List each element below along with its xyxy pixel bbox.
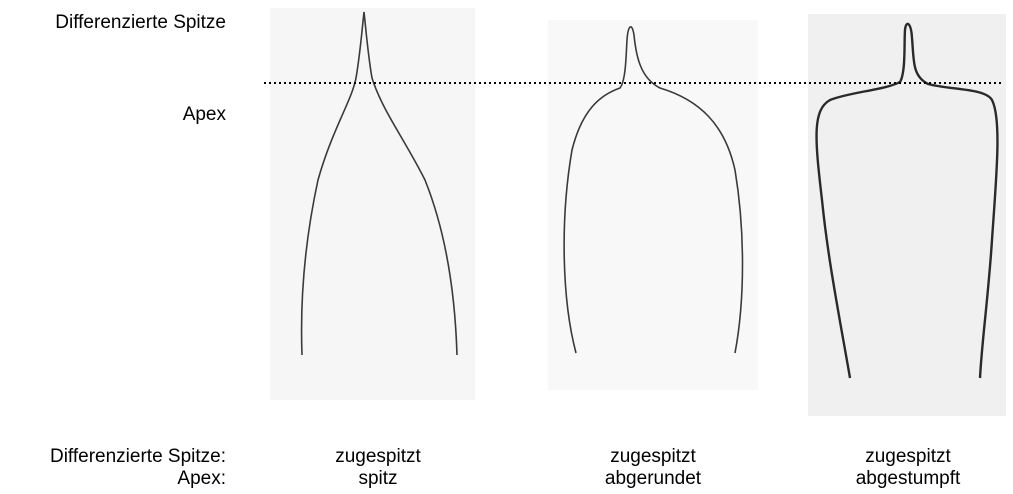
legend-differentiated-tip: Differenzierte Spitze: bbox=[50, 446, 226, 468]
column-2-description: zugespitzt abgerundet bbox=[553, 446, 753, 490]
column-1-description: zugespitzt spitz bbox=[278, 446, 478, 490]
column-1-differentiated-tip: zugespitzt bbox=[278, 446, 478, 468]
column-3-description: zugespitzt abgestumpft bbox=[808, 446, 1008, 490]
column-3-differentiated-tip: zugespitzt bbox=[808, 446, 1008, 468]
column-2-differentiated-tip: zugespitzt bbox=[553, 446, 753, 468]
sketch-panel-1 bbox=[270, 8, 475, 400]
column-1-apex: spitz bbox=[278, 468, 478, 490]
sketch-panel-3 bbox=[808, 14, 1006, 416]
legend-apex: Apex: bbox=[177, 468, 226, 490]
column-2-apex: abgerundet bbox=[553, 468, 753, 490]
column-3-apex: abgestumpft bbox=[808, 468, 1008, 490]
sketch-panel-2 bbox=[548, 20, 758, 390]
